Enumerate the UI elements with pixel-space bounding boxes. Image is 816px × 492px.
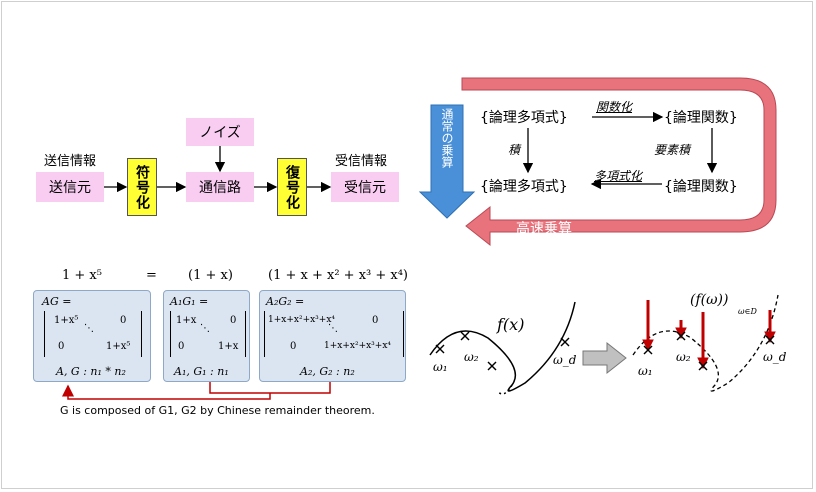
poly-top: {論理多項式} (480, 110, 568, 126)
panel-a1g1-matrix (170, 311, 246, 357)
panel-a2g2-head: A₂G₂ = (266, 295, 305, 308)
to-function-label: 関数化 (596, 100, 633, 114)
panel-ag-m21: 0 (58, 341, 65, 352)
wd-label: ω_d (553, 353, 577, 367)
panel-ag-dots: ⋱ (84, 323, 94, 334)
panel-a1g1-m12: 0 (230, 315, 237, 326)
cross-right-w3 (698, 361, 708, 371)
w1b-label: ω₁ (638, 364, 653, 378)
panel-a1g1-m22: 1+x (218, 341, 239, 352)
eq-right: (1 + x + x² + x³ + x⁴) (268, 268, 409, 283)
sender-box: 送信元 (36, 172, 104, 202)
panel-ag: AG = 1+x⁵ 0 0 1+x⁵ ⋱ A, G : n₁ * n₂ (33, 290, 151, 382)
curve-fx-tail (497, 384, 513, 395)
wdb-label: ω_d (763, 350, 787, 364)
fast-mult-label: 高速乗算 (516, 221, 572, 237)
panel-a1g1-m11: 1+x (176, 315, 197, 326)
fx-label: f(x) (497, 315, 525, 334)
panel-a1g1: A₁G₁ = 1+x 0 0 1+x ⋱ A₁, G₁ : n₁ (163, 290, 250, 382)
panel-a1g1-foot: A₁, G₁ : n₁ (174, 365, 229, 378)
transform-arrow (582, 341, 627, 375)
red-arrow-w1 (642, 300, 654, 352)
poly-bottom: {論理多項式} (480, 179, 568, 195)
encoder-box: 符号化 (127, 158, 157, 216)
panel-a2g2-m11: 1+x+x²+x³+x⁴ (268, 315, 336, 325)
normal-mult-arrow (418, 104, 476, 219)
w2b-label: ω₂ (676, 350, 691, 364)
receiver-text: 受信元 (344, 180, 386, 196)
w1-label: ω₁ (433, 360, 448, 374)
panel-ag-m22: 1+x⁵ (106, 341, 131, 352)
red-arrow-w3 (697, 312, 709, 370)
eq-mid: (1 + x) (188, 268, 233, 283)
channel-box: 通信路 (186, 172, 254, 202)
elementwise-label: 要素積 (654, 143, 691, 157)
panel-a2g2-m12: 0 (372, 315, 379, 326)
receiver-info-label: 受信情報 (335, 154, 388, 169)
panel-a2g2-m21: 0 (290, 341, 297, 352)
fw-sub-label: ω∈D (738, 307, 757, 316)
fast-mult-arrow (461, 77, 777, 247)
panel-a1g1-head: A₁G₁ = (170, 295, 209, 308)
func-top: {論理関数} (664, 110, 738, 126)
crt-caption: G is composed of G1, G2 by Chinese remai… (60, 404, 375, 417)
to-polynomial-label: 多項式化 (594, 169, 643, 183)
panel-a2g2-matrix (264, 311, 404, 357)
product-label: 積 (508, 143, 521, 157)
sender-info-label: 送信情報 (44, 154, 97, 169)
panel-ag-m11: 1+x⁵ (54, 315, 79, 326)
noise-box: ノイズ (186, 118, 254, 146)
cross-wd (560, 337, 570, 347)
eq-sign: = (146, 268, 157, 283)
panel-a2g2-m22: 1+x+x²+x³+x⁴ (324, 341, 392, 351)
channel-text: 通信路 (199, 180, 241, 196)
receiver-box: 受信元 (331, 172, 399, 202)
panel-ag-m12: 0 (120, 315, 127, 326)
panel-ag-matrix (44, 311, 142, 357)
w2-label: ω₂ (464, 350, 479, 364)
panel-ag-foot: A, G : n₁ * n₂ (56, 365, 126, 378)
cross-w3 (487, 361, 497, 371)
cross-w1 (435, 344, 445, 354)
panel-a1g1-m21: 0 (178, 341, 185, 352)
decoder-text: 復号化 (284, 164, 300, 210)
panel-a2g2: A₂G₂ = 1+x+x²+x³+x⁴ 0 0 1+x+x²+x³+x⁴ ⋱ A… (259, 290, 406, 382)
func-bottom: {論理関数} (664, 179, 738, 195)
panel-a2g2-dots: ⋱ (328, 323, 338, 334)
cross-w2 (460, 331, 470, 341)
panel-a2g2-foot: A₂, G₂ : n₂ (300, 365, 355, 378)
decoder-box: 復号化 (277, 158, 307, 216)
cross-right-w2 (676, 331, 686, 341)
cross-right-w1 (643, 345, 653, 355)
panel-a1g1-dots: ⋱ (200, 323, 210, 334)
cross-right-wd (765, 335, 775, 345)
normal-mult-label: 通常の乗算 (440, 108, 454, 168)
noise-text: ノイズ (199, 125, 241, 141)
encoder-text: 符号化 (134, 164, 150, 210)
panel-ag-head: AG = (42, 295, 72, 308)
eq-left: 1 + x⁵ (62, 268, 102, 283)
curve-dashed (632, 294, 779, 392)
sender-text: 送信元 (49, 180, 91, 196)
fw-label: (f(ω)) (690, 292, 729, 308)
